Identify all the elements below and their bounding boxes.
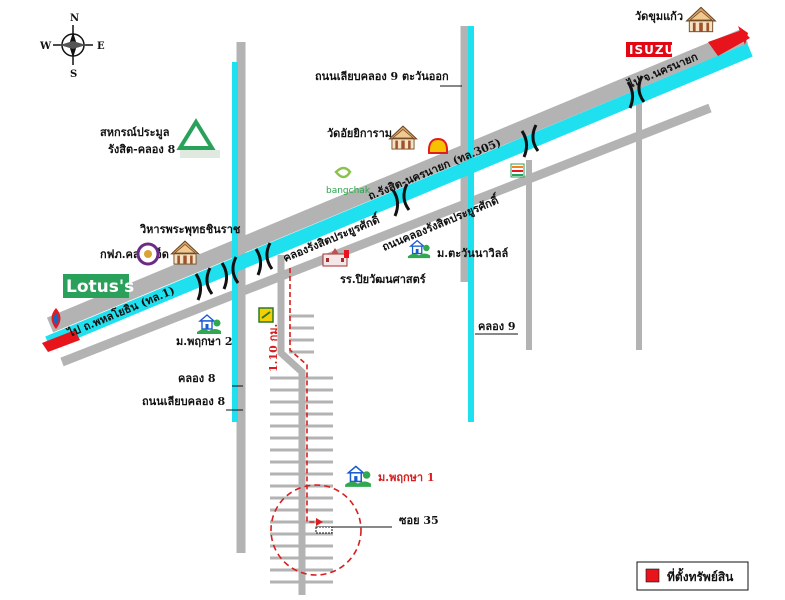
label-village-pruksa2: ม.พฤกษา 2 [176, 335, 233, 348]
label-cooperative-line2: รังสิต-คลอง 8 [108, 143, 176, 156]
compass-west: W [39, 41, 52, 52]
label-school: รร.ปิยวัฒนศาสตร์ [340, 273, 426, 286]
temple-icon [388, 125, 418, 150]
auction-logo-icon [176, 118, 220, 158]
legend-marker [645, 568, 660, 583]
road-canal-side [60, 103, 712, 367]
label-village-pruksa1: ม.พฤกษา 1 [378, 471, 435, 484]
label-khlong8: คลอง 8 [178, 372, 216, 385]
route-path [289, 268, 316, 523]
label-khlong8-road: ถนนเลียบคลอง 8 [142, 395, 226, 408]
seven-eleven-icon [510, 163, 525, 178]
svg-text:bangchak: bangchak [326, 186, 371, 196]
compass-south: S [70, 69, 77, 80]
arrow-to-phahonyothin-icon [42, 330, 80, 352]
svg-text:Lotus's: Lotus's [66, 277, 134, 297]
property-marker [315, 526, 333, 534]
shell-icon [427, 137, 449, 154]
label-wihan: วิหารพระพุทธชินราช [139, 223, 241, 237]
fuel-station-icon [258, 307, 274, 323]
school-flag-icon [344, 250, 349, 258]
bridge-4-icon [391, 183, 411, 217]
bridges [194, 75, 646, 301]
route-arrow-icon [316, 518, 323, 526]
bridge-3-icon [254, 242, 274, 276]
svg-text:ISUZU: ISUZU [629, 43, 675, 57]
side-streets-lower [270, 376, 333, 584]
bangchak-logo: bangchak [326, 166, 371, 196]
bridge-6-icon [626, 75, 646, 109]
label-village-tawan: ม.ตะวันนาวิลล์ [437, 247, 508, 260]
temple-icon [170, 240, 200, 265]
compass-north: N [70, 13, 79, 24]
isuzu-logo: ISUZU [626, 42, 675, 57]
label-khlong9-east-road: ถนนเลียบคลอง 9 ตะวันออก [315, 70, 449, 83]
label-distance: 1.10 กม. [267, 324, 280, 372]
label-wat-atthikaram: วัดอัยยิการาม [327, 127, 392, 140]
legend-label: ที่ตั้งทรัพย์สิน [667, 567, 734, 584]
compass-icon: N S E W [39, 13, 105, 80]
temple-icon [686, 6, 716, 33]
village-icon [344, 465, 372, 487]
label-soi35: ซอย 35 [399, 514, 439, 527]
bridge-1-icon [194, 267, 214, 301]
legend: ที่ตั้งทรัพย์สิน [636, 561, 749, 591]
school-icon [322, 248, 348, 267]
compass-east: E [97, 41, 105, 52]
arrow-head-ne-icon [738, 26, 748, 45]
side-streets-upper [289, 314, 314, 354]
arrow-to-nakhon-nayok-icon [708, 30, 750, 56]
village-icon [407, 239, 431, 259]
bridge-2-icon [220, 256, 240, 290]
bridge-5-icon [520, 124, 540, 158]
village-icon [196, 314, 222, 334]
label-cooperative-line1: สหกรณ์ประมูล [100, 126, 170, 140]
label-khlong9: คลอง 9 [478, 320, 516, 333]
lotus-logo: Lotus's [63, 274, 134, 298]
ptt-icon [51, 308, 61, 329]
road-soi-main [277, 255, 306, 595]
label-wat-khum-kaeo: วัดขุมแก้ว [635, 10, 683, 24]
road-network [46, 26, 749, 595]
egat-logo-icon [136, 242, 160, 266]
target-area-circle [270, 484, 362, 576]
